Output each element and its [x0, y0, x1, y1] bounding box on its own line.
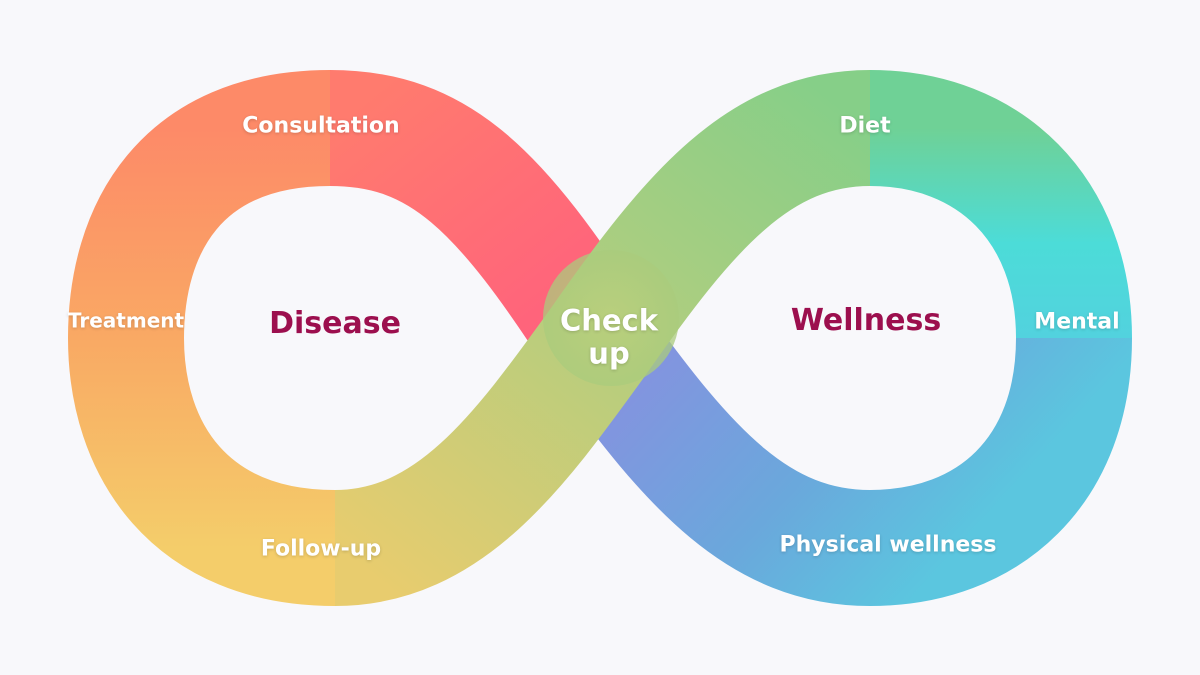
- label-consultation: Consultation: [242, 113, 400, 139]
- label-physical-wellness: Physical wellness: [779, 532, 997, 558]
- label-mental: Mental: [1034, 309, 1120, 335]
- label-check-up-line1: Check: [559, 303, 659, 338]
- segment-treatment-followup: [67, 70, 337, 606]
- label-follow-up: Follow-up: [260, 536, 382, 562]
- checkup-hub: [543, 250, 679, 386]
- label-diet: Diet: [839, 113, 891, 139]
- label-treatment: Treatment: [67, 308, 185, 333]
- segment-physical-wellness: [550, 308, 1132, 607]
- label-check-up: Check up: [539, 303, 679, 372]
- label-wellness: Wellness: [790, 302, 942, 338]
- segment-diet-mental: [868, 70, 1132, 340]
- label-check-up-line2: up: [588, 337, 630, 371]
- label-disease: Disease: [269, 305, 401, 341]
